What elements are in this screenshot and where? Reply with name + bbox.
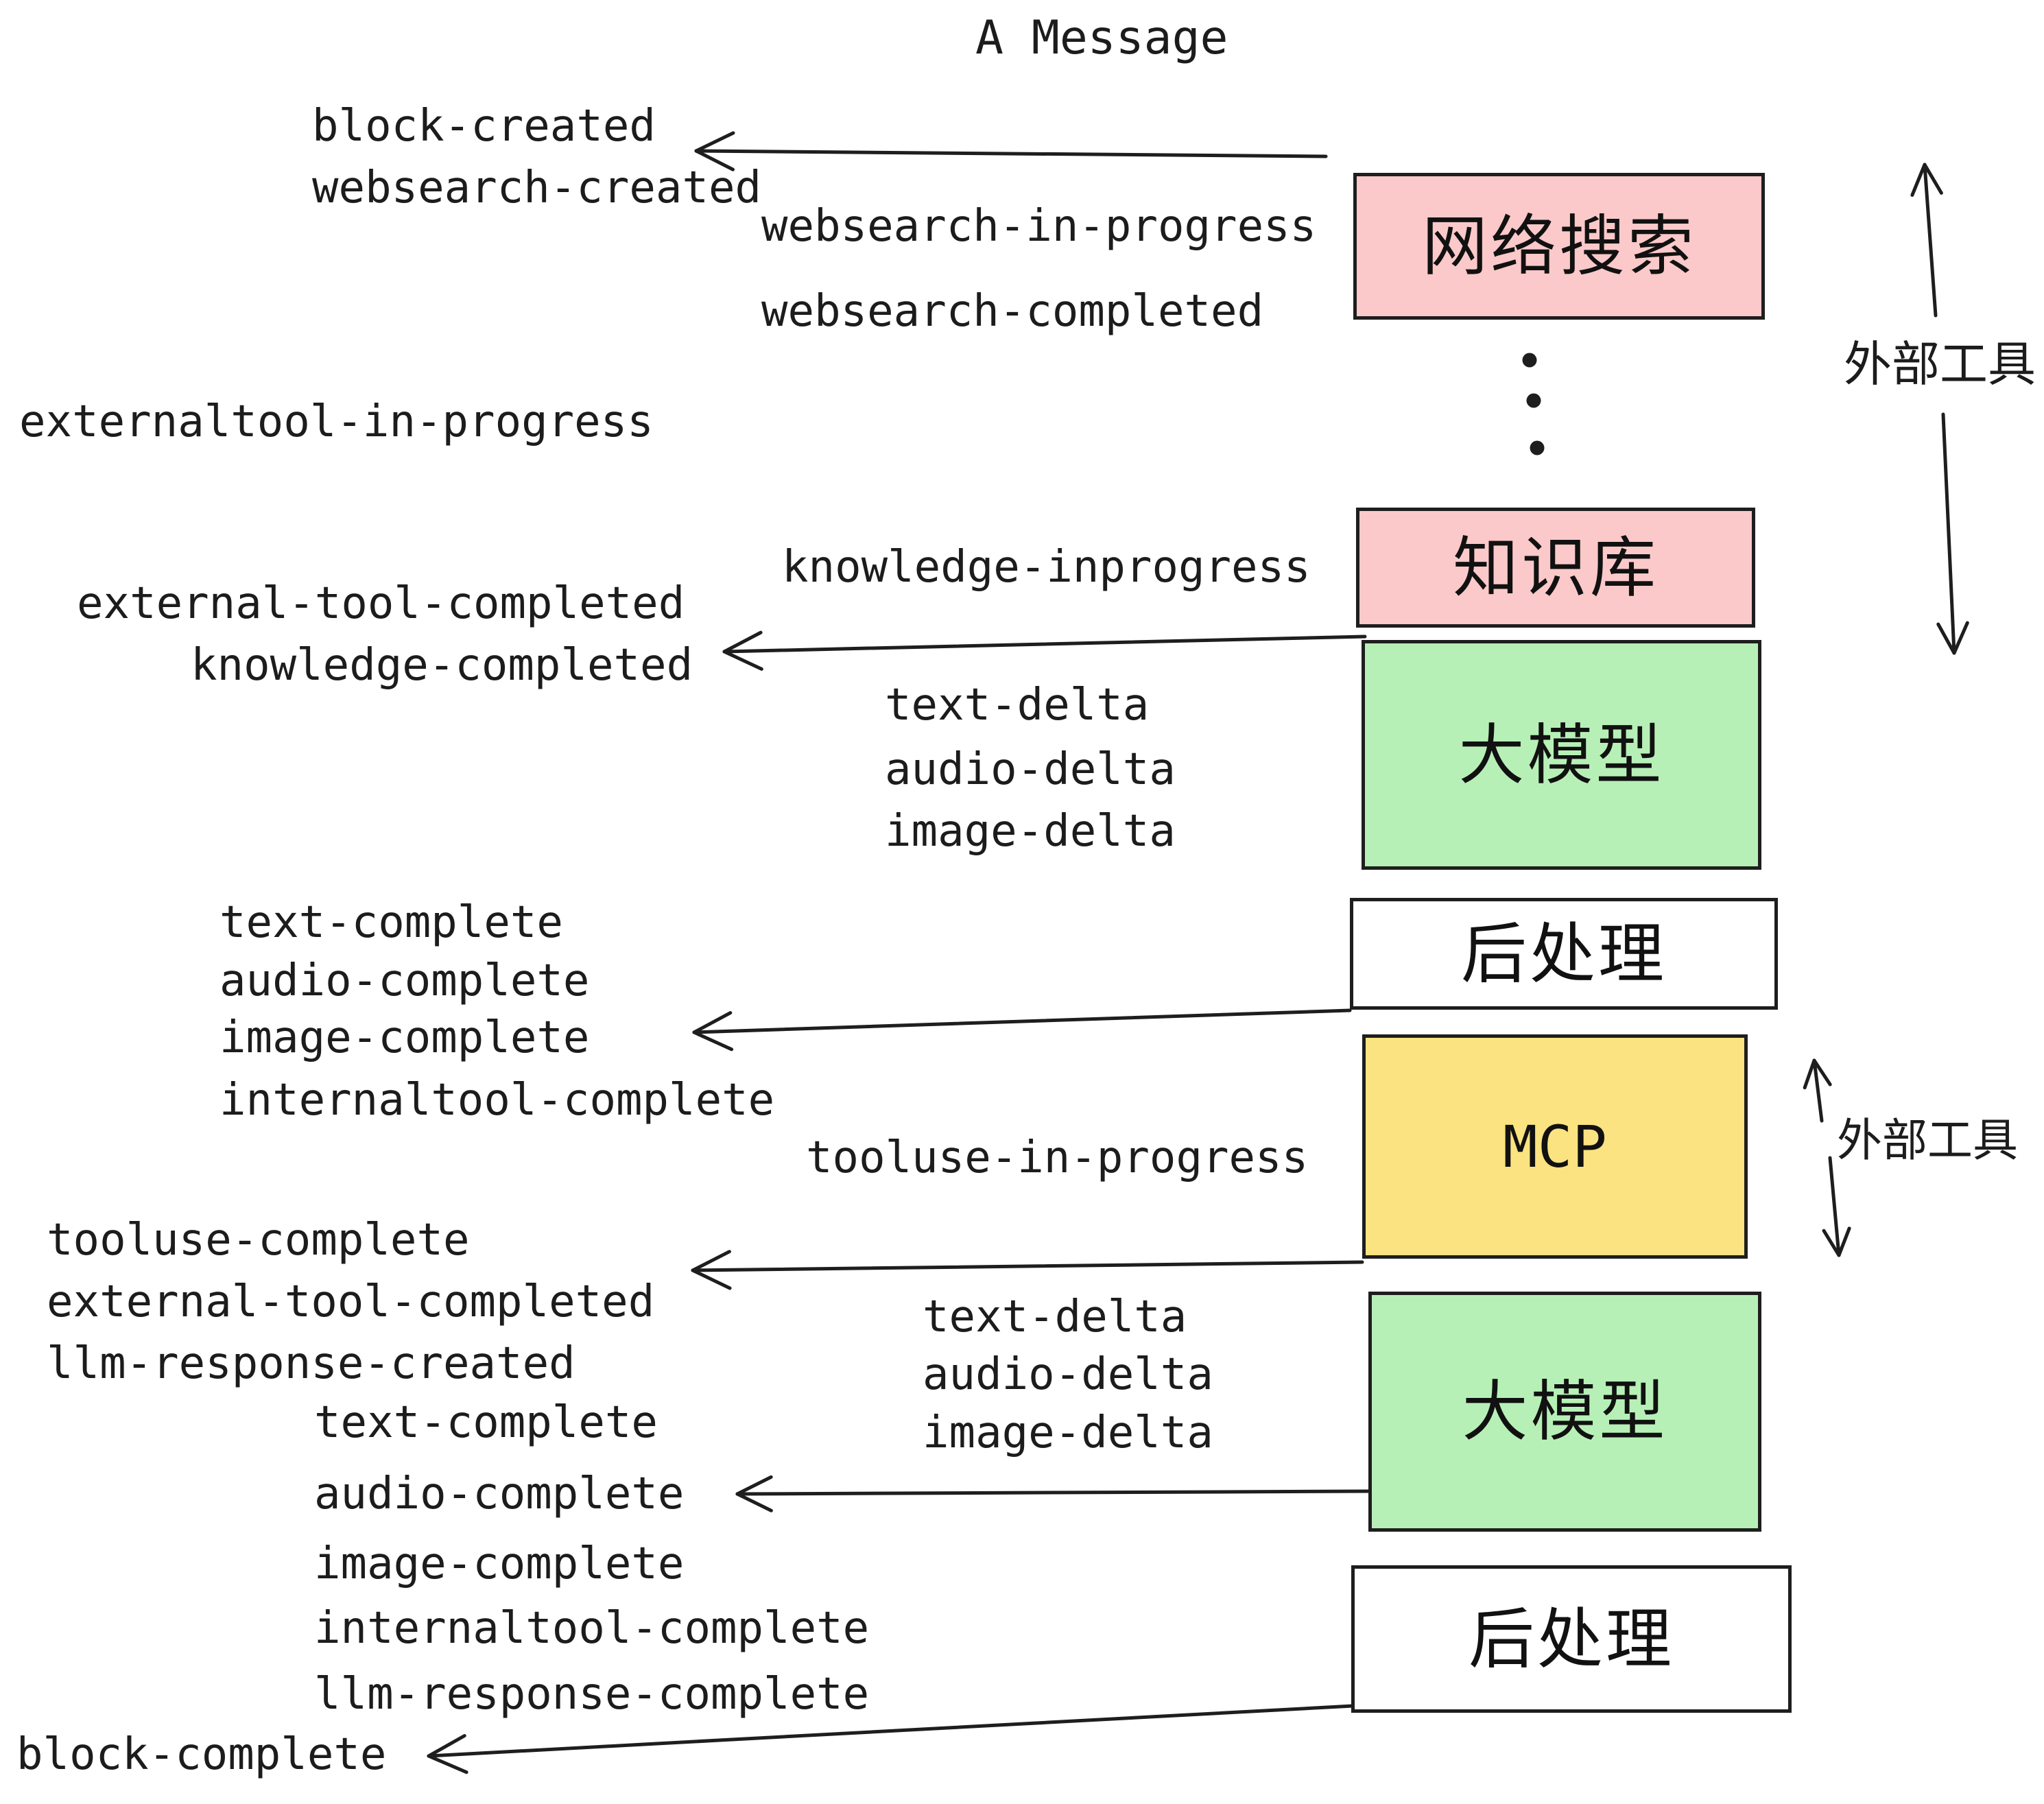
ellipsis-dot-icon — [1522, 353, 1537, 368]
event-label-external-tool-completed: external-tool-completed — [47, 1277, 655, 1327]
event-label-llm-response-complete: llm-response-complete — [314, 1669, 870, 1720]
node-label-mcp: MCP — [1503, 1113, 1607, 1180]
event-label-externaltool-in-progress: externaltool-in-progress — [19, 396, 654, 447]
event-label-image-delta: image-delta — [923, 1408, 1213, 1458]
node-box-llm-2: 大模型 — [1368, 1292, 1761, 1532]
event-label-internaltool-complete: internaltool-complete — [219, 1075, 775, 1126]
node-box-knowledge: 知识库 — [1356, 508, 1755, 628]
event-label-audio-delta: audio-delta — [923, 1349, 1213, 1400]
node-box-mcp: MCP — [1362, 1034, 1748, 1259]
ellipsis-dot-icon — [1530, 440, 1545, 455]
node-box-llm-1: 大模型 — [1362, 640, 1761, 870]
event-label-image-delta: image-delta — [885, 806, 1176, 857]
event-label-image-complete: image-complete — [314, 1539, 685, 1589]
arrow-to-image-complete-icon — [692, 1008, 1352, 1052]
event-label-audio-complete: audio-complete — [314, 1469, 685, 1519]
event-label-knowledge-inprogress: knowledge-inprogress — [782, 542, 1311, 593]
node-label-post-1: 后处理 — [1461, 915, 1667, 993]
event-label-audio-delta: audio-delta — [885, 744, 1176, 795]
node-box-websearch: 网络搜索 — [1353, 173, 1765, 320]
event-label-text-complete: text-complete — [314, 1397, 658, 1448]
arrow-to-audio-complete-icon — [735, 1475, 1370, 1512]
arrow-to-tooluse-complete-icon — [691, 1250, 1364, 1290]
node-box-post-1: 后处理 — [1350, 898, 1778, 1010]
event-label-websearch-in-progress: websearch-in-progress — [761, 201, 1317, 252]
ellipsis-dot-icon — [1526, 393, 1541, 408]
event-label-tooluse-in-progress: tooluse-in-progress — [806, 1132, 1309, 1183]
arrow-external-tools-down-bottom-icon — [1822, 1156, 1851, 1257]
event-label-text-complete: text-complete — [219, 897, 563, 948]
event-label-websearch-created: websearch-created — [312, 163, 762, 213]
event-label-text-delta: text-delta — [923, 1292, 1187, 1342]
side-label-external-tools-top: 外部工具 — [1844, 336, 2036, 392]
arrow-to-block-created-icon — [694, 131, 1328, 171]
event-label-websearch-completed: websearch-completed — [761, 286, 1264, 337]
event-label-knowledge-completed: knowledge-completed — [191, 640, 693, 691]
event-label-external-tool-completed: external-tool-completed — [77, 578, 685, 629]
node-label-llm-1: 大模型 — [1458, 716, 1665, 794]
node-box-post-2: 后处理 — [1351, 1565, 1792, 1713]
arrow-to-knowledge-completed-icon — [722, 630, 1367, 671]
node-label-llm-2: 大模型 — [1462, 1373, 1668, 1450]
event-label-audio-complete: audio-complete — [219, 956, 590, 1006]
node-label-knowledge: 知识库 — [1453, 529, 1659, 606]
page-title: A Message — [975, 11, 1228, 65]
arrow-external-tools-down-top-icon — [1936, 412, 1969, 655]
arrow-external-tools-up-bottom-icon — [1803, 1058, 1832, 1123]
event-label-image-complete: image-complete — [219, 1012, 590, 1063]
event-label-internaltool-complete: internaltool-complete — [314, 1603, 870, 1654]
event-label-tooluse-complete: tooluse-complete — [47, 1215, 470, 1266]
event-label-block-complete: block-complete — [16, 1729, 387, 1780]
node-label-websearch: 网络搜索 — [1422, 208, 1696, 285]
event-label-text-delta: text-delta — [885, 680, 1150, 731]
side-label-external-tools-bottom: 外部工具 — [1837, 1114, 2018, 1167]
node-label-post-2: 后处理 — [1469, 1600, 1674, 1678]
event-label-llm-response-created: llm-response-created — [47, 1338, 575, 1389]
arrow-external-tools-up-top-icon — [1910, 163, 1943, 318]
event-label-block-created: block-created — [312, 101, 656, 152]
